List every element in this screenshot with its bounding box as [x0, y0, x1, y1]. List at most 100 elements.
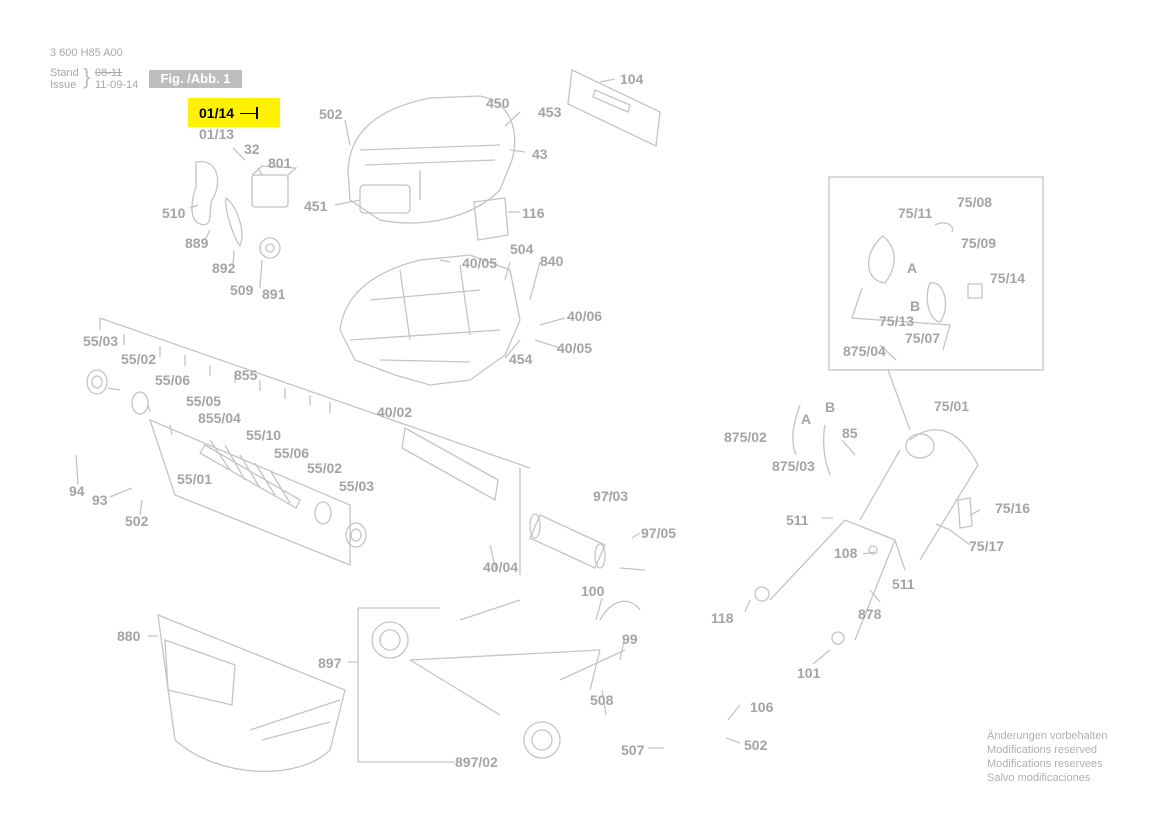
part-label-502c: 502	[744, 737, 768, 753]
handle-75-01	[859, 429, 979, 561]
part-label-453: 453	[538, 104, 562, 120]
part-label-891: 891	[262, 286, 286, 302]
lever-100	[599, 600, 641, 621]
assembly-55-01	[148, 418, 351, 566]
stand-date: 08-11	[95, 67, 123, 79]
part-label-104: 104	[620, 71, 644, 87]
part-label-55-05: 55/05	[186, 393, 222, 409]
roller-97-03	[529, 514, 606, 569]
callout-line	[887, 369, 911, 431]
part-label-116: 116	[522, 205, 545, 221]
part-label-55-02a: 55/02	[121, 351, 157, 367]
part-label-875-03: 875/03	[772, 458, 815, 474]
part-label-40-02: 40/02	[377, 404, 413, 420]
part-label-450: 450	[486, 95, 510, 111]
bearing-55-03b	[345, 522, 367, 548]
document-number: 3 600 H85 A00	[50, 47, 123, 59]
filter-116-shape	[473, 197, 509, 241]
part-label-508: 508	[590, 692, 614, 708]
part-label-55-06a: 55/06	[155, 372, 191, 388]
spring-75-08	[934, 222, 954, 233]
belt-cover-510	[191, 161, 219, 226]
part-label-01-13: 01/13	[199, 126, 235, 142]
part-label-880: 880	[117, 628, 141, 644]
part-label-32: 32	[244, 141, 260, 157]
belt-892	[225, 196, 243, 248]
part-label-b-2: B	[825, 399, 836, 415]
switch-cover-75-07	[926, 282, 947, 323]
part-label-875-02: 875/02	[724, 429, 767, 445]
part-label-55-03a: 55/03	[83, 333, 119, 349]
part-label-55-10: 55/10	[246, 427, 282, 443]
part-label-101: 101	[797, 665, 821, 681]
part-label-40-05b: 40/05	[557, 340, 593, 356]
detail-box-875-04	[828, 176, 1044, 371]
note-line-fr: Modifications reservees	[987, 758, 1103, 770]
part-label-75-01: 75/01	[934, 398, 970, 414]
part-label-43: 43	[532, 146, 548, 162]
part-label-878: 878	[858, 606, 882, 622]
highlighted-part-01-14[interactable]: 01/14	[188, 98, 280, 127]
part-label-94: 94	[69, 483, 85, 499]
housing-shape	[339, 254, 521, 386]
part-label-106: 106	[750, 699, 774, 715]
modifications-note: Änderungen vorbehalten Modifications res…	[987, 729, 1107, 785]
part-label-451: 451	[304, 198, 328, 214]
part-label-511a: 511	[786, 512, 809, 528]
note-line-es: Salvo modificaciones	[987, 772, 1091, 784]
part-label-85: 85	[842, 425, 858, 441]
part-label-511b: 511	[892, 576, 915, 592]
part-label-75-11: 75/11	[898, 205, 933, 221]
part-label-40-04: 40/04	[483, 559, 519, 575]
part-label-75-13: 75/13	[879, 313, 915, 329]
part-label-454: 454	[509, 351, 533, 367]
washer-55-02b	[314, 501, 332, 525]
knob-118	[754, 586, 770, 602]
screw-75-17	[935, 523, 951, 531]
wheel-rear	[523, 721, 561, 759]
part-label-897-02: 897/02	[455, 754, 498, 770]
highlighted-part-label: 01/14	[199, 105, 235, 121]
part-label-118: 118	[711, 610, 734, 626]
part-label-855-04: 855/04	[198, 410, 241, 426]
clip-75-14	[967, 283, 983, 299]
bracket-897	[357, 607, 455, 763]
part-label-502: 502	[319, 106, 343, 122]
brace-icon: }	[83, 64, 91, 89]
shaft-855-04	[199, 444, 301, 509]
part-label-40-06: 40/06	[567, 308, 603, 324]
cover-450-shape	[347, 95, 516, 224]
figure-tag: Fig. /Abb. 1	[149, 70, 242, 88]
note-line-en: Modifications reserved	[987, 744, 1098, 756]
cables	[792, 404, 831, 476]
part-label-875-04: 875/04	[843, 343, 886, 359]
issue-label: Issue	[50, 79, 77, 91]
leader-line	[240, 113, 256, 114]
part-label-55-01: 55/01	[177, 471, 213, 487]
part-label-75-08: 75/08	[957, 194, 993, 210]
part-label-509: 509	[230, 282, 254, 298]
part-label-99: 99	[622, 631, 638, 647]
part-label-75-14: 75/14	[990, 270, 1026, 286]
wheel-front	[371, 621, 409, 659]
plate-104-shape	[567, 69, 661, 147]
part-label-55-03b: 55/03	[339, 478, 375, 494]
part-label-100: 100	[581, 583, 605, 599]
part-label-510: 510	[162, 205, 186, 221]
part-label-855: 855	[234, 367, 258, 383]
part-label-40-05a: 40/05	[462, 255, 498, 271]
part-label-55-02b: 55/02	[307, 460, 343, 476]
plug-75-16	[957, 497, 973, 529]
issue-date: 11-09-14	[95, 79, 139, 91]
part-label-108: 108	[834, 545, 858, 561]
part-label-75-16: 75/16	[995, 500, 1031, 516]
knob-101	[831, 631, 845, 645]
part-label-889: 889	[185, 235, 209, 251]
part-label-75-09: 75/09	[961, 235, 997, 251]
motor-801-shape	[251, 174, 289, 208]
grassbox-880	[157, 613, 346, 772]
detail-leaders	[851, 287, 951, 361]
leader-tick	[256, 107, 258, 119]
part-label-b-1: B	[910, 298, 921, 314]
